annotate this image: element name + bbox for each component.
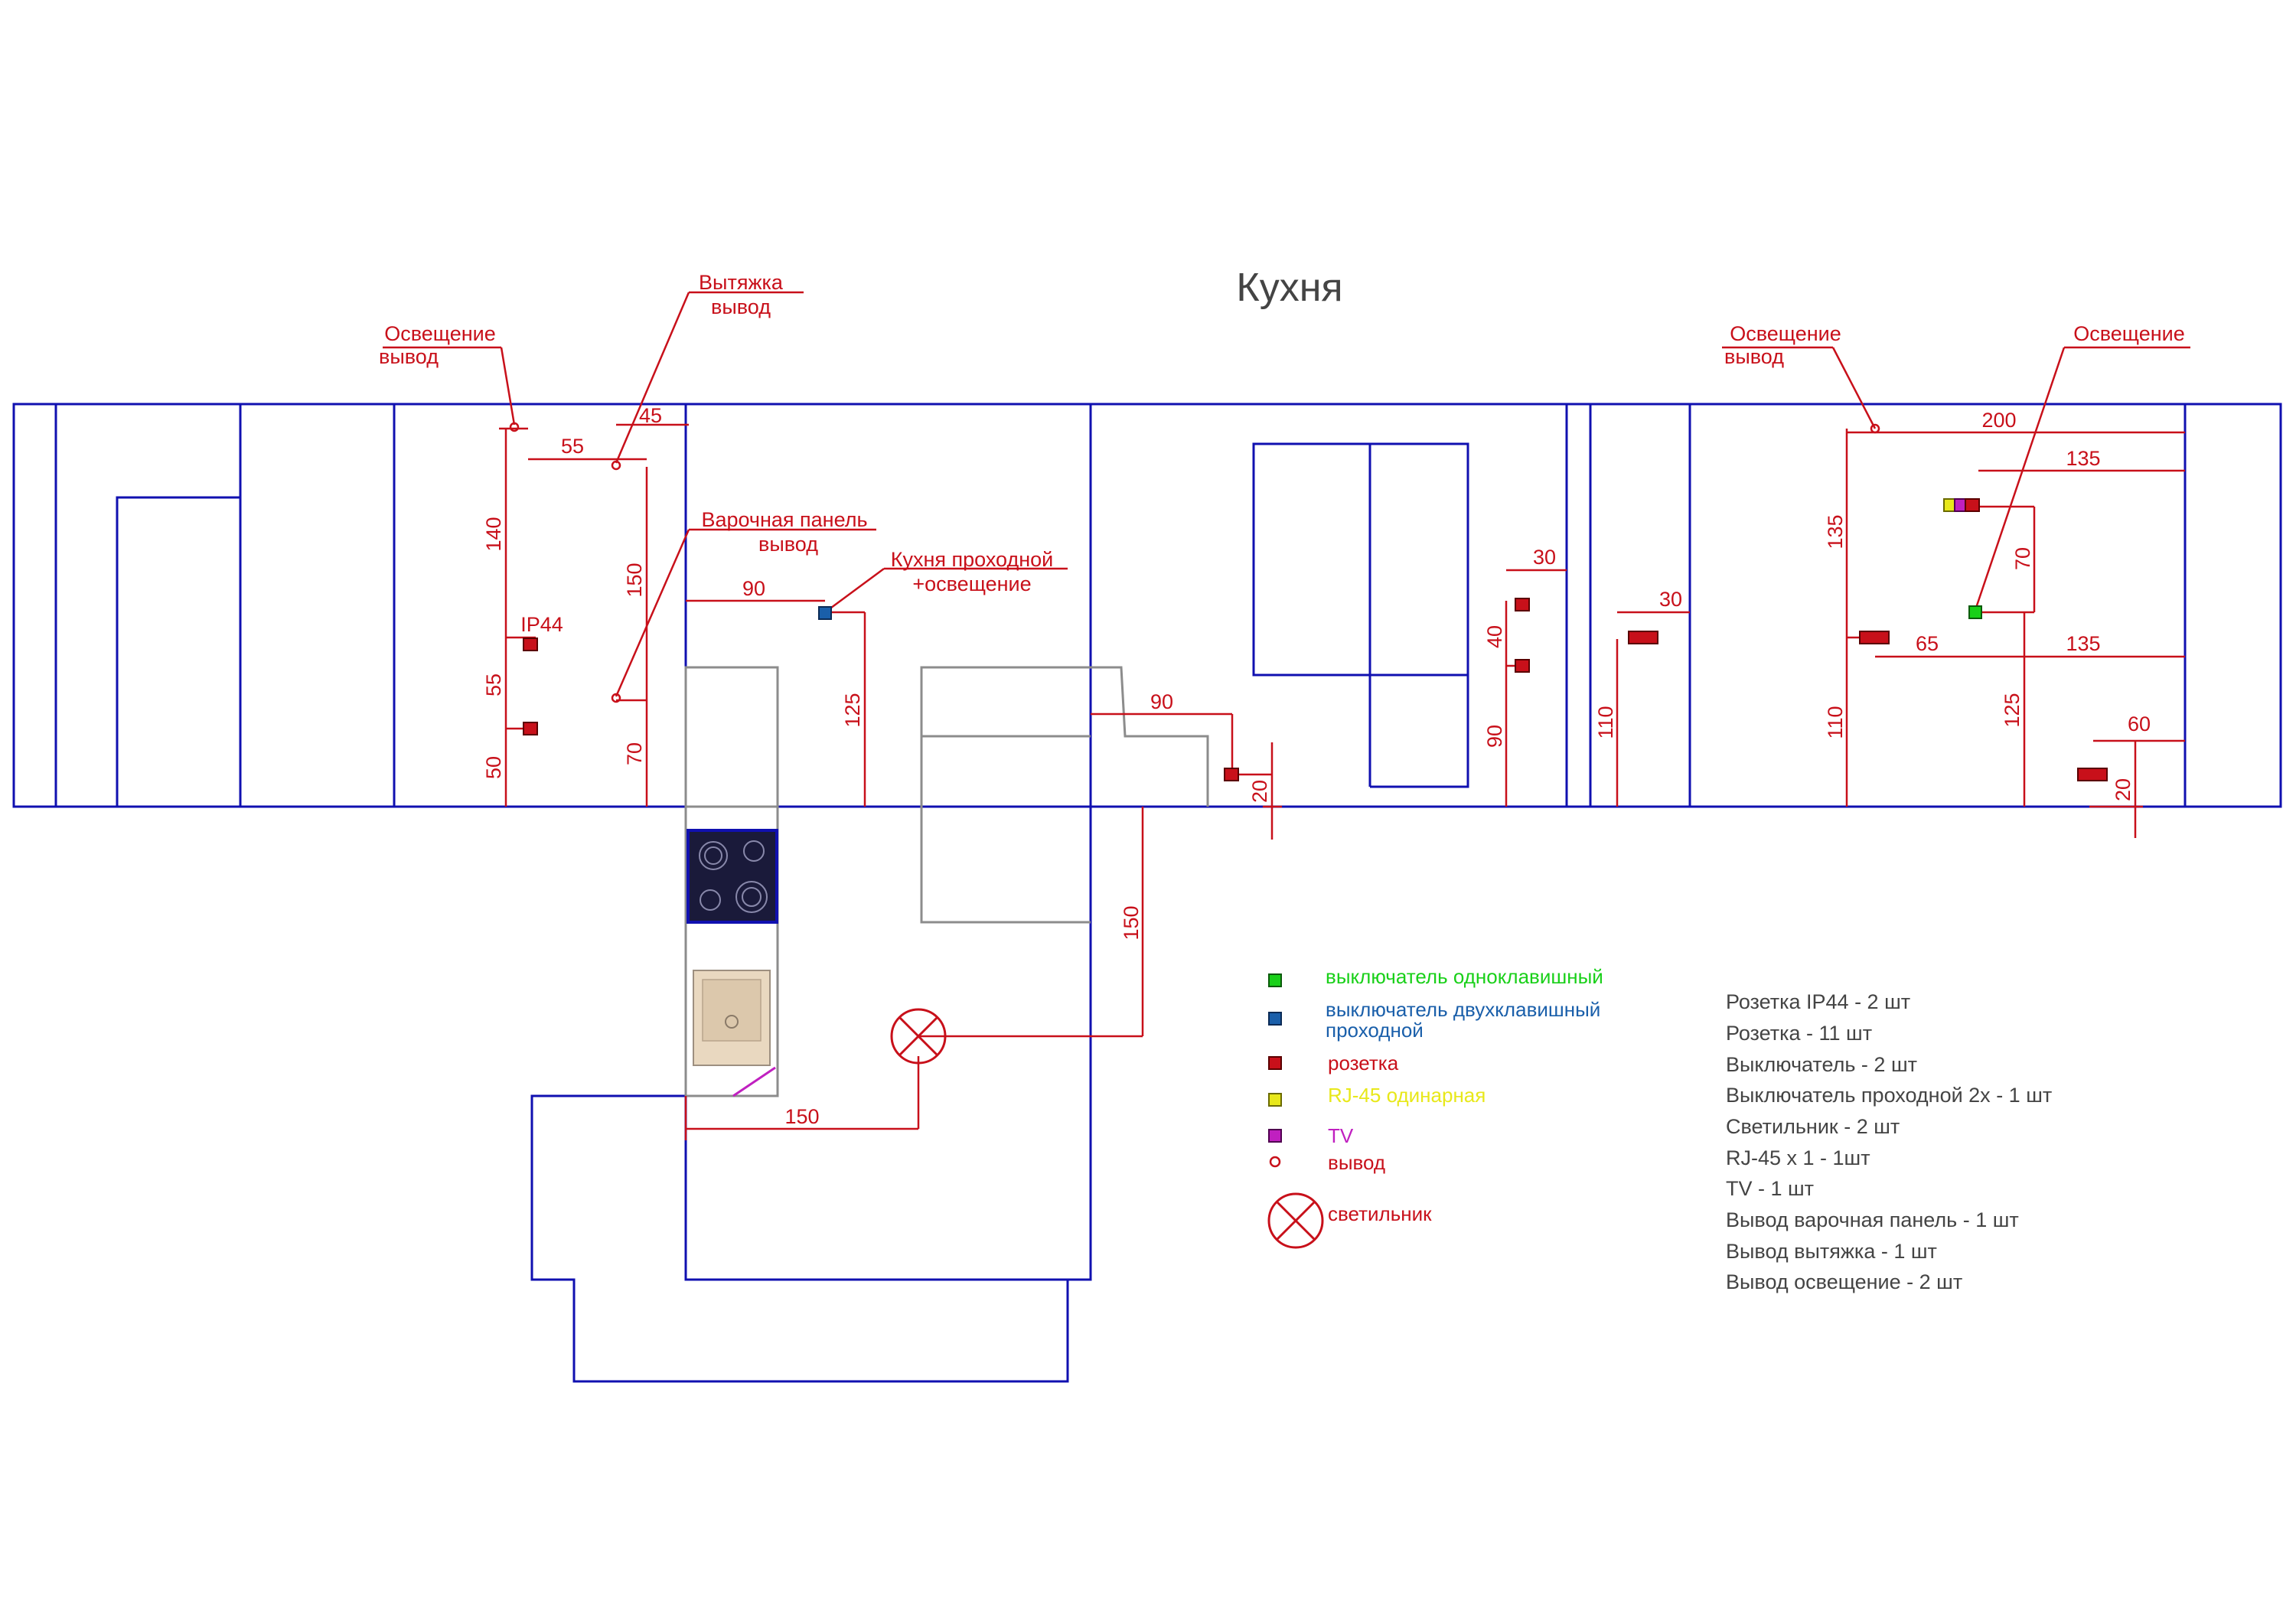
dim-value: 20 [2112,778,2135,801]
dim-value: 55 [482,673,505,696]
dim-value: 135 [2066,447,2100,470]
dim-value: 30 [1659,588,1682,611]
dimension-lines [499,423,2185,1140]
socket-icon [1859,631,1890,644]
dim-value: 135 [1824,514,1847,549]
legend-label: TV [1328,1124,1354,1147]
summary-item: TV - 1 шт [1726,1177,1814,1200]
callout-pass-switch: Кухня проходной [891,548,1054,571]
dim-value: 45 [639,404,662,427]
dim-value: 70 [2011,547,2034,570]
rj45-icon [1943,498,1955,512]
socket-icon [2077,768,2108,781]
dim-value: 90 [1150,690,1173,713]
callout-hob: Варочная панель [701,508,867,531]
switch-double-icon [818,606,832,620]
summary-item: Выключатель проходной 2х - 1 шт [1726,1084,2052,1107]
dim-value: 30 [1533,546,1556,569]
lamp-icon [1267,1192,1324,1249]
dim-value: 125 [2001,693,2024,727]
summary-item: RJ-45 х 1 - 1шт [1726,1146,1870,1169]
page-title: Кухня [1236,266,1342,310]
switch-single-icon [1968,605,1982,619]
callout-hood-sub: вывод [711,295,771,318]
switch-double-icon [1268,1012,1282,1026]
socket-icon [1965,498,1980,512]
legend-label: розетка [1328,1052,1399,1075]
callout-light-left: Освещение [384,322,496,345]
switch-single-icon [1268,973,1282,987]
callout-ip44: IP44 [520,613,563,636]
dim-value: 140 [482,517,505,551]
callouts: Освещение вывод Вытяжка вывод Варочная п… [379,271,2185,636]
callout-light-right: Освещение [1730,322,1841,345]
legend-label: выключатель двухклавишный [1326,998,1600,1021]
summary-item: Вывод освещение - 2 шт [1726,1270,1962,1293]
tv-icon [1954,498,1966,512]
dim-value: 125 [841,693,864,727]
summary-item: Светильник - 2 шт [1726,1115,1900,1138]
summary-item: Вывод вытяжка - 1 шт [1726,1240,1937,1263]
rj45-icon [1268,1093,1282,1107]
socket-icon [1515,659,1530,673]
dim-value: 20 [1248,780,1271,803]
legend-label: выключатель одноклавишный [1326,965,1603,988]
summary-item: Вывод варочная панель - 1 шт [1726,1208,2019,1231]
dim-value: 50 [482,756,505,779]
dim-value: 110 [1824,706,1847,739]
summary-item: Розетка IP44 - 2 шт [1726,990,1910,1013]
dim-value: 90 [1483,725,1506,748]
callout-hob-sub: вывод [758,533,818,556]
legend-label: проходной [1326,1019,1424,1042]
dim-value: 65 [1916,632,1939,655]
summary-item: Розетка - 11 шт [1726,1022,1872,1045]
callout-light-right-sub: вывод [1724,345,1784,368]
socket-icon [1515,598,1530,611]
tv-icon [1268,1129,1282,1143]
dim-value: 60 [2128,713,2151,735]
hob-icon [687,829,778,924]
legend-label: RJ-45 одинарная [1328,1084,1486,1107]
wall-elevation [12,403,2282,808]
socket-icon [523,722,538,735]
legend-label: вывод [1328,1151,1385,1174]
outlet-point-icon [1269,1156,1281,1168]
callout-pass-switch-sub: +освещение [912,572,1031,595]
dim-value: 135 [2066,632,2100,655]
dim-value: 150 [1120,905,1143,940]
callout-light-left-sub: вывод [379,345,439,368]
dim-value: 90 [742,577,765,600]
summary-item: Выключатель - 2 шт [1726,1053,1917,1076]
callout-hood: Вытяжка [699,271,784,294]
devices [523,498,2108,781]
legend: выключатель одноклавишный выключатель дв… [1267,965,1603,1249]
summary-list: Розетка IP44 - 2 шт Розетка - 11 шт Выкл… [1726,990,2052,1293]
socket-icon [1628,631,1658,644]
dim-value: 200 [1981,409,2016,432]
callout-leaders [383,291,2190,703]
dim-value: 55 [561,435,584,458]
socket-icon [523,638,538,651]
legend-label: светильник [1328,1202,1432,1225]
dimension-values: 55 45 140 150 55 50 70 90 125 90 20 150 … [482,404,2151,1128]
floor-plan [530,666,1209,1383]
dim-value: 40 [1483,625,1506,648]
dim-value: 150 [784,1105,819,1128]
dim-value: 150 [623,563,646,597]
lamp-icon [890,1008,947,1065]
dim-value: 70 [623,742,646,765]
socket-icon [1268,1056,1282,1070]
dim-value: 110 [1594,706,1617,739]
socket-icon [1224,768,1239,781]
callout-light-right-2: Освещение [2073,322,2185,345]
